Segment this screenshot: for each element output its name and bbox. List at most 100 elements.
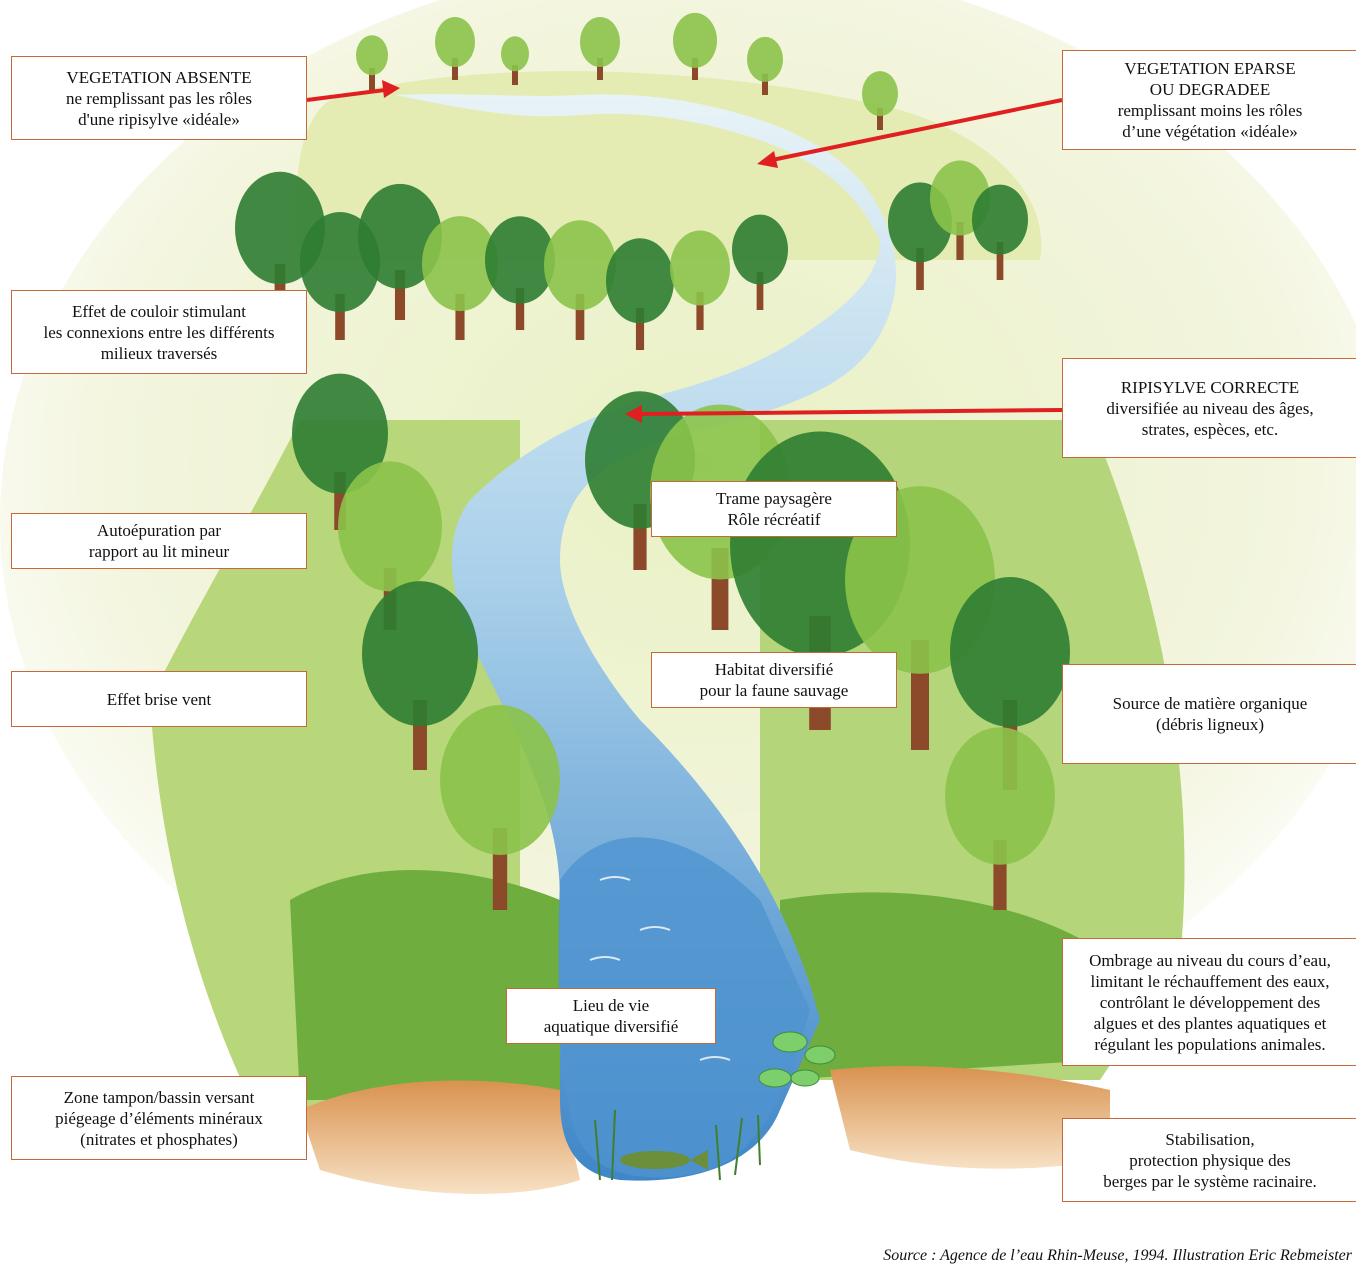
- tree-trunk: [334, 472, 346, 530]
- tree-trunk: [335, 294, 345, 340]
- tree-crown: [501, 36, 529, 72]
- label-effet-couloir: Effet de couloir stimulant les connexion…: [11, 290, 307, 374]
- tree-trunk: [956, 222, 964, 260]
- tree-crown: [747, 36, 783, 82]
- label-ripisylve-correcte: RIPISYLVE CORRECTE diversifiée au niveau…: [1062, 358, 1356, 458]
- label-line: protection physique des: [1129, 1150, 1291, 1170]
- tree-trunk: [512, 65, 518, 85]
- label-line: Ombrage au niveau du cours d’eau,: [1089, 950, 1331, 970]
- label-line: Habitat diversifié: [714, 660, 834, 679]
- tree-crown: [606, 238, 674, 324]
- arrows: [306, 80, 1063, 423]
- tree-trunk: [635, 308, 645, 350]
- tree-crown: [440, 705, 560, 855]
- tree-crown: [544, 220, 616, 311]
- source-caption: Source : Agence de l’eau Rhin-Meuse, 199…: [883, 1247, 1352, 1264]
- label-ombrage: Ombrage au niveau du cours d’eau, limita…: [1062, 938, 1356, 1066]
- tree-trunk: [274, 264, 286, 310]
- label-line: Zone tampon/bassin versant: [63, 1087, 255, 1107]
- label-line: OU DEGRADEE: [1149, 80, 1271, 99]
- soil-bank-right: [830, 1066, 1110, 1169]
- label-line: Stabilisation,: [1165, 1129, 1255, 1149]
- label-habitat: Habitat diversifié pour la faune sauvage: [651, 652, 897, 708]
- label-line: rapport au lit mineur: [88, 542, 230, 561]
- tree-trunk: [369, 68, 375, 90]
- label-line: d'une ripisylve «idéale»: [78, 109, 240, 129]
- label-line: Trame paysagère: [716, 489, 832, 508]
- label-line: (nitrates et phosphates): [80, 1129, 238, 1149]
- tree-trunk: [756, 272, 764, 310]
- label-trame-paysagere: Trame paysagère Rôle récréatif: [651, 481, 897, 537]
- fish-icon: [620, 1150, 708, 1170]
- tree-crown: [972, 184, 1028, 255]
- label-line: milieux traversés: [100, 343, 218, 363]
- tree-trunk: [394, 270, 406, 320]
- label-line: d’une végétation «idéale»: [1122, 122, 1298, 141]
- label-line: contrôlant le développement des: [1099, 992, 1321, 1012]
- tree-crown: [358, 183, 442, 289]
- label-line: régulant les populations animales.: [1094, 1034, 1326, 1054]
- tree-crown: [362, 581, 478, 727]
- tree-trunk: [575, 294, 585, 340]
- lily-pads: [758, 1031, 836, 1088]
- tree-crown: [338, 461, 442, 592]
- tree-trunk: [452, 58, 458, 80]
- label-line: Source de matière organique: [1112, 694, 1308, 713]
- label-line: strates, espèces, etc.: [1141, 419, 1279, 439]
- label-lieu-de-vie: Lieu de vie aquatique diversifié: [506, 988, 716, 1044]
- label-line: Effet brise vent: [106, 689, 212, 709]
- label-line: VEGETATION ABSENTE: [66, 67, 252, 87]
- tree-crown: [670, 230, 730, 306]
- label-zone-tampon: Zone tampon/bassin versant piégeage d’él…: [11, 1076, 307, 1160]
- aquatic-reeds: [594, 1109, 761, 1181]
- river: [395, 94, 897, 1181]
- tree-trunk: [515, 288, 525, 330]
- tree-trunk: [696, 292, 704, 330]
- tree-crown: [732, 214, 788, 285]
- tree-crown: [485, 216, 555, 304]
- label-line: (débris ligneux): [1155, 715, 1265, 734]
- tree-trunk: [455, 294, 465, 340]
- front-grass-left: [290, 870, 560, 1100]
- label-line: les connexions entre les différents: [43, 322, 275, 342]
- tree-crown: [945, 727, 1055, 865]
- tree-trunk: [916, 248, 924, 290]
- tree-trunk: [762, 73, 768, 95]
- label-line: remplissant moins les rôles: [1117, 101, 1303, 120]
- label-line: Rôle récréatif: [727, 510, 821, 529]
- tree-trunk: [692, 58, 698, 80]
- tree-crown: [422, 216, 498, 312]
- tree-trunk: [877, 108, 883, 130]
- label-line: diversifiée au niveau des âges,: [1106, 398, 1314, 418]
- tree-crown: [292, 373, 388, 494]
- label-line: Lieu de vie: [572, 996, 650, 1015]
- tree-trunk: [597, 58, 603, 80]
- front-grass-right: [780, 892, 1100, 1080]
- label-line: limitant le réchauffement des eaux,: [1090, 971, 1330, 991]
- tree-crown: [673, 12, 717, 68]
- label-line: RIPISYLVE CORRECTE: [1120, 377, 1300, 397]
- tree-trunk: [996, 242, 1004, 280]
- tree-crown: [356, 35, 388, 76]
- tree-crown: [580, 17, 620, 67]
- label-line: Autoépuration par: [96, 521, 222, 540]
- soil-bank: [300, 1080, 580, 1194]
- label-line: berges par le système racinaire.: [1103, 1171, 1317, 1191]
- label-line: aquatique diversifié: [543, 1017, 679, 1036]
- label-matiere-organique: Source de matière organique (débris lign…: [1062, 664, 1356, 764]
- tree-crown: [435, 17, 475, 67]
- label-stabilisation: Stabilisation, protection physique des b…: [1062, 1118, 1356, 1202]
- label-vegetation-eparse: VEGETATION EPARSE OU DEGRADEE remplissan…: [1062, 50, 1356, 150]
- label-line: pour la faune sauvage: [699, 681, 849, 700]
- label-line: piégeage d’éléments minéraux: [55, 1108, 263, 1128]
- label-line: algues et des plantes aquatiques et: [1093, 1013, 1327, 1033]
- distant-hill: [296, 71, 1042, 260]
- label-line: Effet de couloir stimulant: [72, 301, 246, 321]
- label-autoepuration: Autoépuration par rapport au lit mineur: [11, 513, 307, 569]
- label-line: ne remplissant pas les rôles: [65, 88, 252, 108]
- tree-crown: [950, 577, 1070, 727]
- tree-crown: [862, 71, 898, 117]
- label-vegetation-absente: VEGETATION ABSENTE ne remplissant pas le…: [11, 56, 307, 140]
- label-line: VEGETATION EPARSE: [1124, 59, 1296, 78]
- label-brise-vent: Effet brise vent: [11, 671, 307, 727]
